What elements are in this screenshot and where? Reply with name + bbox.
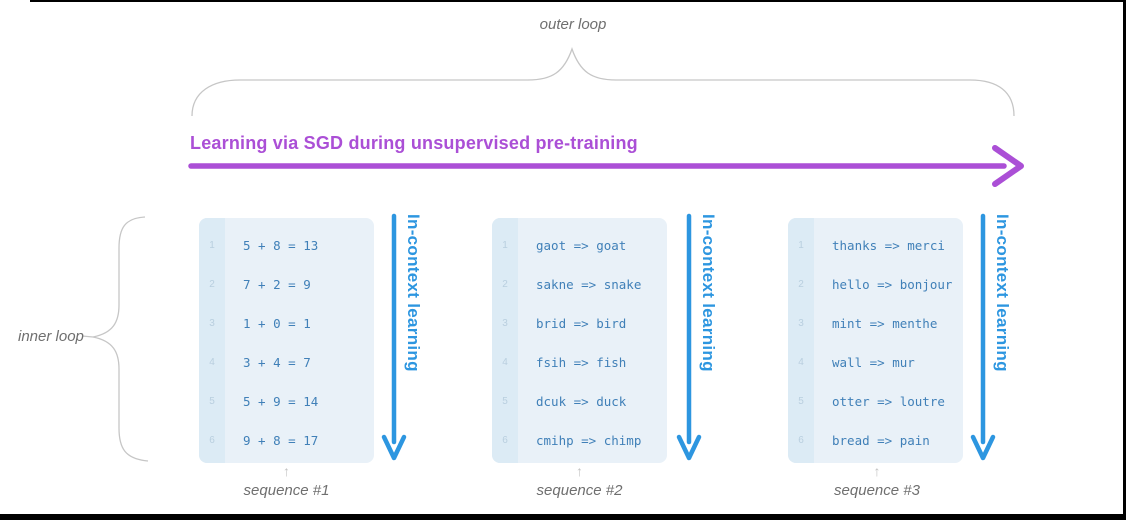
- line-text: dcuk => duck: [536, 394, 627, 409]
- in-context-learning-label-2: In-context learning: [699, 214, 718, 372]
- line-number: 4: [798, 357, 804, 368]
- sequence-line: 1 thanks => merci: [788, 237, 963, 254]
- sequence-caption-3: sequence #3: [834, 482, 920, 499]
- sequence-line: 4 3 + 4 = 7: [199, 354, 374, 371]
- panel-gutter: [492, 218, 518, 463]
- line-text: 5 + 9 = 14: [243, 394, 319, 409]
- line-number: 1: [209, 240, 215, 251]
- line-text: thanks => merci: [832, 238, 945, 253]
- line-text: 1 + 0 = 1: [243, 316, 311, 331]
- panel-rows: 1 thanks => merci 2 hello => bonjour 3 mint…: [788, 218, 963, 463]
- line-text: otter => loutre: [832, 394, 945, 409]
- line-text: 9 + 8 = 17: [243, 433, 319, 448]
- sequence-caption-1: sequence #1: [243, 482, 330, 499]
- sequence-line: 2 hello => bonjour: [788, 276, 963, 293]
- line-number: 5: [502, 396, 508, 407]
- line-number: 4: [209, 357, 215, 368]
- sequence-line: 6 cmihp => chimp: [492, 432, 667, 449]
- line-text: sakne => snake: [536, 277, 642, 292]
- in-context-arrow-3: [970, 213, 996, 461]
- line-text: 7 + 2 = 9: [243, 277, 311, 292]
- up-arrow-icon: ↑: [283, 463, 290, 479]
- line-number: 6: [209, 435, 215, 446]
- line-text: wall => mur: [832, 355, 915, 370]
- up-arrow-icon: ↑: [873, 463, 881, 479]
- inner-loop-label: inner loop: [18, 328, 84, 345]
- in-context-arrow-2: [676, 213, 702, 461]
- sequence-line: 3 mint => menthe: [788, 315, 963, 332]
- sequence-panel-2: 1 gaot => goat 2 sakne => snake 3 brid => b…: [492, 218, 667, 463]
- sequence-line: 4 fsih => fish: [492, 354, 667, 371]
- line-number: 3: [209, 318, 215, 329]
- sequence-line: 5 dcuk => duck: [492, 393, 667, 410]
- line-number: 6: [502, 435, 508, 446]
- line-number: 2: [798, 279, 804, 290]
- line-text: bread => pain: [832, 433, 930, 448]
- panel-gutter: [199, 218, 225, 463]
- in-context-arrow-1: [381, 213, 407, 461]
- sequence-caption-wrap-2: ↑ sequence #2: [492, 463, 667, 500]
- line-text: cmihp => chimp: [536, 433, 642, 448]
- line-number: 1: [502, 240, 508, 251]
- line-text: 5 + 8 = 13: [243, 238, 319, 253]
- in-context-learning-label-3: In-context learning: [993, 214, 1012, 372]
- sequence-line: 5 otter => loutre: [788, 393, 963, 410]
- line-number: 1: [798, 240, 804, 251]
- frame-border-right: [1123, 0, 1126, 520]
- sequence-line: 6 bread => pain: [788, 432, 963, 449]
- frame-border-top: [30, 0, 1126, 2]
- sequence-line: 3 brid => bird: [492, 315, 667, 332]
- line-text: 3 + 4 = 7: [243, 355, 311, 370]
- sequence-line: 2 7 + 2 = 9: [199, 276, 374, 293]
- sequence-line: 3 1 + 0 = 1: [199, 315, 374, 332]
- sequence-caption-wrap-1: ↑ sequence #1: [199, 463, 374, 500]
- sequence-caption-wrap-3: ↑ sequence #3: [788, 463, 966, 500]
- sequence-line: 1 5 + 8 = 13: [199, 237, 374, 254]
- in-context-learning-label-1: In-context learning: [404, 214, 423, 372]
- outer-loop-label: outer loop: [539, 16, 607, 33]
- panel-rows: 1 gaot => goat 2 sakne => snake 3 brid => b…: [492, 218, 667, 463]
- line-number: 6: [798, 435, 804, 446]
- sequence-panel-3: 1 thanks => merci 2 hello => bonjour 3 mint…: [788, 218, 963, 463]
- line-text: fsih => fish: [536, 355, 627, 370]
- frame-border-bottom: [0, 514, 1126, 520]
- sequence-line: 1 gaot => goat: [492, 237, 667, 254]
- inner-loop-connector: [81, 335, 94, 338]
- panel-rows: 1 5 + 8 = 13 2 7 + 2 = 9 3 1 + 0 = 1 4 3 + 4…: [199, 218, 374, 463]
- sequence-caption-2: sequence #2: [536, 482, 623, 499]
- line-number: 2: [209, 279, 215, 290]
- line-number: 3: [798, 318, 804, 329]
- line-text: brid => bird: [536, 316, 627, 331]
- line-number: 2: [502, 279, 508, 290]
- outer-loop-brace: [191, 47, 1015, 117]
- line-number: 3: [502, 318, 508, 329]
- line-number: 5: [209, 396, 215, 407]
- line-number: 4: [502, 357, 508, 368]
- sequence-line: 2 sakne => snake: [492, 276, 667, 293]
- sgd-arrow-head: [992, 145, 1024, 187]
- line-text: mint => menthe: [832, 316, 938, 331]
- sequence-line: 5 5 + 9 = 14: [199, 393, 374, 410]
- line-number: 5: [798, 396, 804, 407]
- inner-loop-brace: [92, 216, 149, 462]
- sequence-panel-1: 1 5 + 8 = 13 2 7 + 2 = 9 3 1 + 0 = 1 4 3 + 4…: [199, 218, 374, 463]
- sgd-heading: Learning via SGD during unsupervised pre…: [190, 133, 638, 153]
- line-text: gaot => goat: [536, 238, 627, 253]
- up-arrow-icon: ↑: [576, 463, 583, 479]
- panel-gutter: [788, 218, 814, 463]
- sequence-line: 4 wall => mur: [788, 354, 963, 371]
- line-text: hello => bonjour: [832, 277, 953, 292]
- sequence-line: 6 9 + 8 = 17: [199, 432, 374, 449]
